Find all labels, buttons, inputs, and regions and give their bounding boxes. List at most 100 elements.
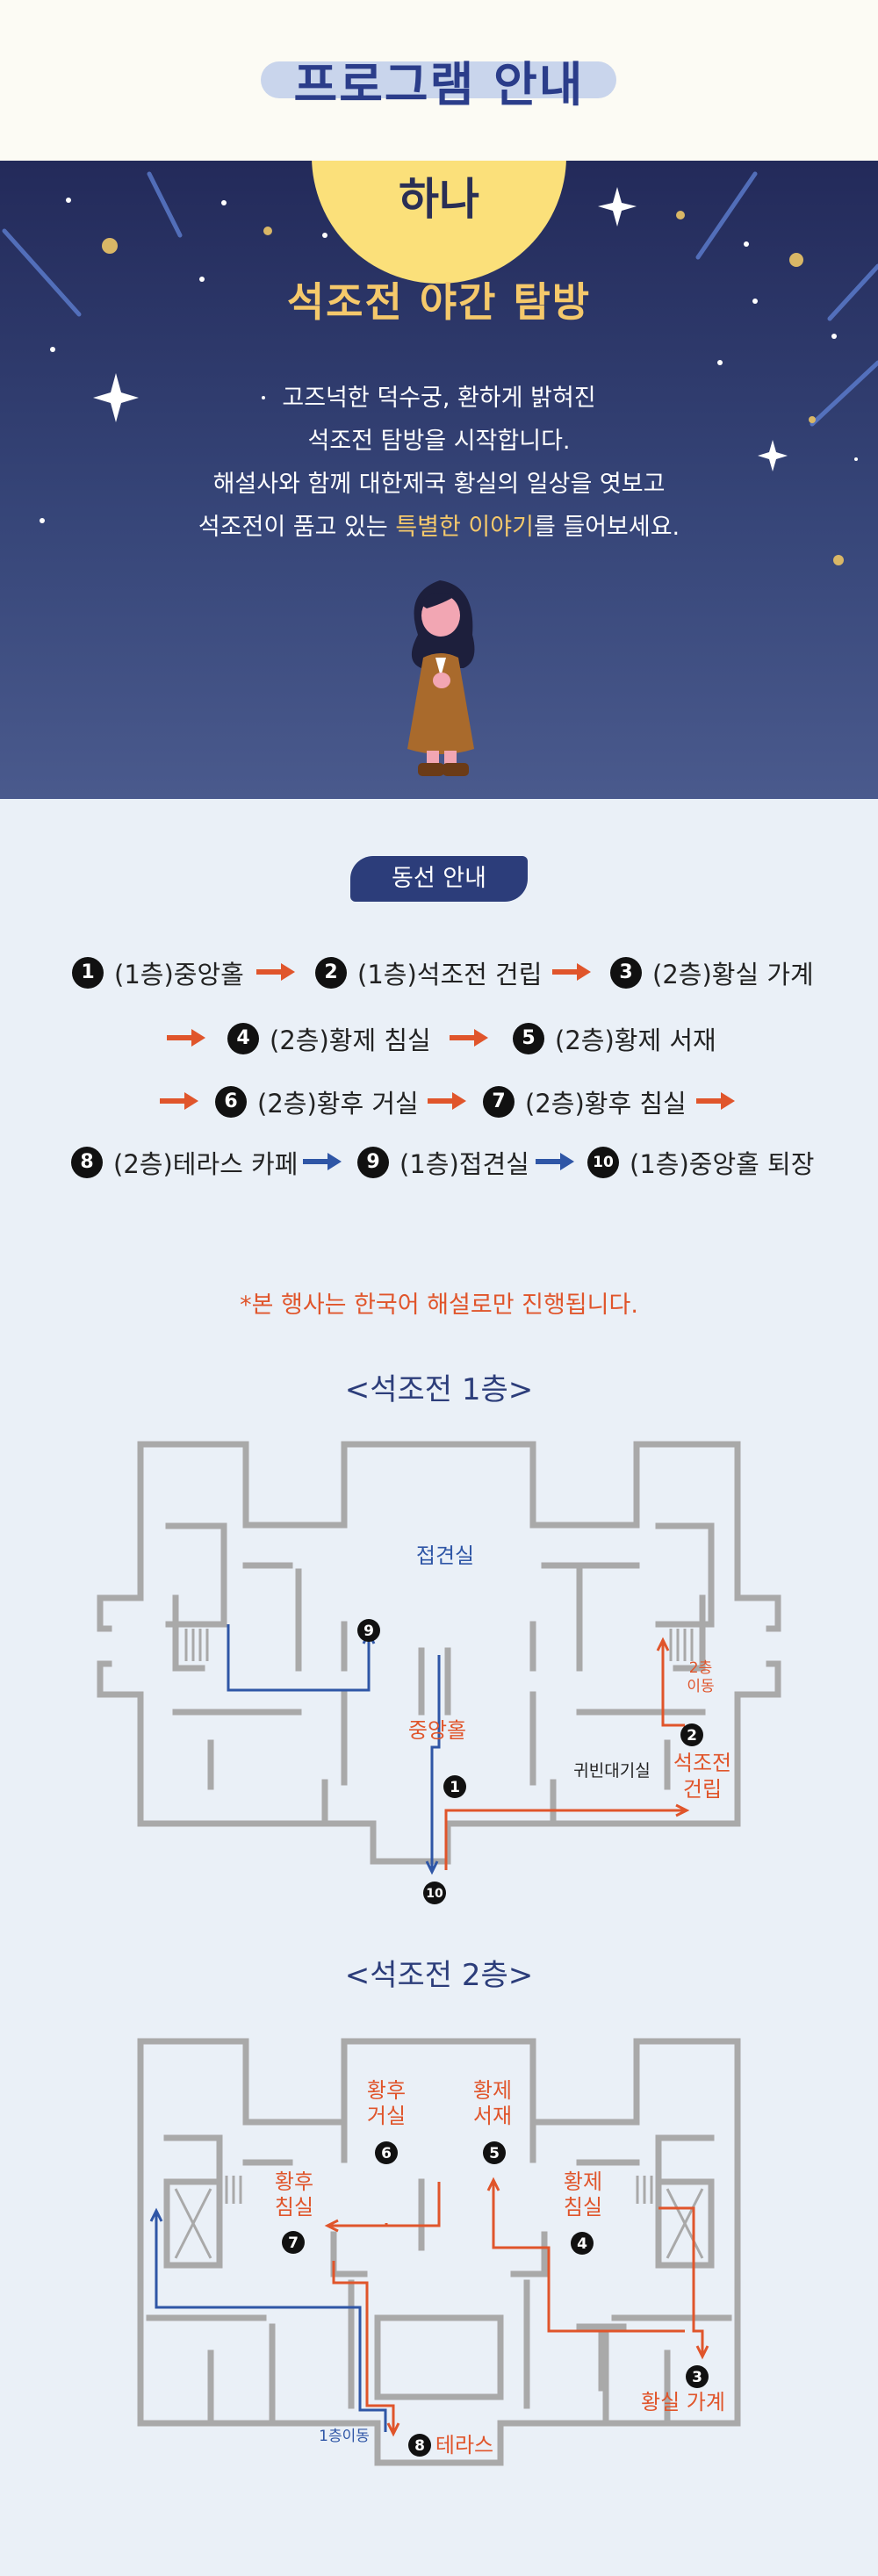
- label-construction: 석조전: [673, 1751, 731, 1775]
- korean-only-notice: *본 행사는 한국어 해설로만 진행됩니다.: [240, 1292, 638, 1319]
- floor1-map: 9 1 2 10 접견실 중앙홀 귀빈대기실 석조전 건립 2층 이동: [97, 1441, 781, 1904]
- step-label: (2층)황제 침실: [270, 1025, 431, 1055]
- program-number-badge: 하나: [399, 174, 479, 225]
- label-construction: 건립: [683, 1777, 722, 1802]
- route-step: 8(2층)테라스 카페: [71, 1144, 298, 1181]
- label-central-hall: 중앙홀: [408, 1718, 466, 1743]
- sparkle-icon: [93, 373, 139, 422]
- step-number: 9: [357, 1147, 389, 1178]
- program-desc-line: 해설사와 함께 대한제국 황실의 일상을 엿보고: [212, 471, 666, 498]
- route-step: 1 (1층)중앙홀: [72, 954, 244, 991]
- step-number: 7: [483, 1086, 515, 1118]
- floor1-labels: 접견실 중앙홀 귀빈대기실 석조전 건립 2층 이동: [408, 1543, 731, 1802]
- floor2-markers: [282, 2141, 709, 2457]
- floor1-markers: [357, 1619, 703, 1904]
- label-empress-bed: 황후: [275, 2169, 313, 2194]
- label-vip-waiting: 귀빈대기실: [573, 1761, 650, 1781]
- label-move-1f: 1층이동: [319, 2428, 370, 2445]
- label-terrace: 테라스: [435, 2433, 493, 2457]
- label-emperor-study: 서재: [473, 2104, 512, 2128]
- sparkle-icon: [758, 440, 788, 471]
- title-highlight: [261, 61, 616, 98]
- floor1-walls: [97, 1441, 781, 1865]
- route-step: 6(2층)황후 거실: [215, 1083, 419, 1120]
- program-night-tour-section: 하나 석조전 야간 탐방 고즈넉한 덕수궁, 환하게 밝혀진 석조전 탐방을 시…: [0, 161, 878, 799]
- marker-10: 10: [426, 1887, 443, 1901]
- route-step: 2 (1층)석조전 건립: [315, 954, 542, 991]
- guide-illustration: [407, 580, 475, 776]
- route-step: 3 (2층)황실 가계: [610, 954, 814, 991]
- desc-highlight: 특별한 이야기: [395, 514, 534, 541]
- route-guide-title: 동선 안내: [350, 856, 528, 902]
- shooting-stars: [2, 171, 878, 427]
- step-number: 4: [227, 1023, 259, 1054]
- marker-7: 7: [288, 2234, 299, 2252]
- program-title: 석조전 야간 탐방: [286, 278, 592, 326]
- orange-arrow-icon: [256, 963, 295, 981]
- marker-5: 5: [489, 2145, 500, 2162]
- floor2-routes: [149, 2177, 709, 2437]
- night-sky-decoration: [2, 171, 878, 565]
- label-family: 황실 가계: [641, 2390, 725, 2414]
- marker-9: 9: [363, 1623, 374, 1640]
- marker-8: 8: [414, 2437, 425, 2455]
- step-label: (2층)황실 가계: [652, 960, 814, 989]
- orange-arrow-icon: [167, 1029, 205, 1047]
- label-emperor-study: 황제: [473, 2078, 512, 2103]
- floor2-map: 3 4 5 6 7 8 황후 거실 황제 서재 황후 침실 황제 침실 황실 가…: [137, 2038, 741, 2466]
- orange-arrow-icon: [160, 1092, 198, 1110]
- orange-arrow-icon: [552, 963, 591, 981]
- step-label: (1층)접견실: [399, 1149, 529, 1179]
- orange-arrow-icon: [450, 1029, 488, 1047]
- marker-1: 1: [450, 1779, 460, 1796]
- orange-arrow-icon: [696, 1092, 735, 1110]
- route-step: 7 (2층)황후 침실: [483, 1083, 687, 1120]
- step-label: (2층)황후 침실: [525, 1089, 687, 1119]
- floor1-routes: [227, 1624, 690, 1875]
- header-section: 프로그램 안내: [0, 0, 878, 161]
- floor1-stairs: [184, 1629, 694, 1661]
- label-emperor-bed: 침실: [564, 2195, 602, 2220]
- blue-arrow-icon: [536, 1153, 574, 1170]
- floor1-title: <석조전 1층>: [344, 1372, 534, 1407]
- label-move-2f: 2층: [689, 1659, 712, 1677]
- floor2-marker-numbers: 3 4 5 6 7 8: [288, 2145, 702, 2455]
- label-empress-bed: 침실: [275, 2195, 313, 2220]
- program-desc-line: 고즈넉한 덕수궁, 환하게 밝혀진: [282, 385, 596, 412]
- program-desc-line: 석조전이 품고 있는 특별한 이야기를 들어보세요.: [0, 507, 878, 542]
- label-empress-living: 황후: [367, 2078, 406, 2103]
- step-number: 2: [315, 957, 347, 989]
- route-step: 10 (1층)중앙홀 퇴장: [587, 1144, 814, 1181]
- step-label: (1층)중앙홀: [114, 960, 244, 989]
- floor1-marker-numbers: 9 1 2 10: [363, 1623, 697, 1901]
- label-empress-living: 거실: [367, 2104, 406, 2128]
- step-label: (1층)중앙홀 퇴장: [630, 1149, 815, 1179]
- label-move-2f: 이동: [687, 1678, 714, 1695]
- blue-arrow-icon: [303, 1153, 342, 1170]
- step-number: 6: [215, 1086, 247, 1118]
- step-number: 3: [610, 957, 642, 989]
- marker-3: 3: [692, 2369, 702, 2386]
- route-step: 4 (2층)황제 침실: [227, 1020, 431, 1057]
- desc-text: 를 들어보세요.: [533, 514, 680, 541]
- small-stars: [40, 198, 858, 523]
- page-title: 프로그램 안내: [293, 57, 585, 112]
- marker-2: 2: [687, 1727, 697, 1745]
- orange-arrow-icon: [428, 1092, 466, 1110]
- label-emperor-bed: 황제: [564, 2169, 602, 2194]
- floor2-title: <석조전 2층>: [344, 1958, 534, 1993]
- marker-6: 6: [381, 2145, 392, 2162]
- route-step: 9 (1층)접견실: [357, 1144, 529, 1181]
- floor2-stairs: [174, 2176, 704, 2259]
- step-number: 1: [72, 957, 104, 989]
- step-number: 5: [513, 1023, 544, 1054]
- step-label: (1층)석조전 건립: [357, 960, 543, 989]
- step-label: (2층)테라스 카페: [113, 1149, 299, 1179]
- sparkle-icon: [598, 187, 637, 227]
- label-reception: 접견실: [416, 1543, 474, 1568]
- program-desc-line: 석조전 탐방을 시작합니다.: [307, 428, 571, 455]
- gold-dots: [102, 211, 844, 565]
- floor2-labels: 황후 거실 황제 서재 황후 침실 황제 침실 황실 가계 테라스 1층이동: [275, 2078, 725, 2457]
- route-step: 5(2층)황제 서재: [513, 1020, 716, 1057]
- step-number: 10: [587, 1147, 619, 1178]
